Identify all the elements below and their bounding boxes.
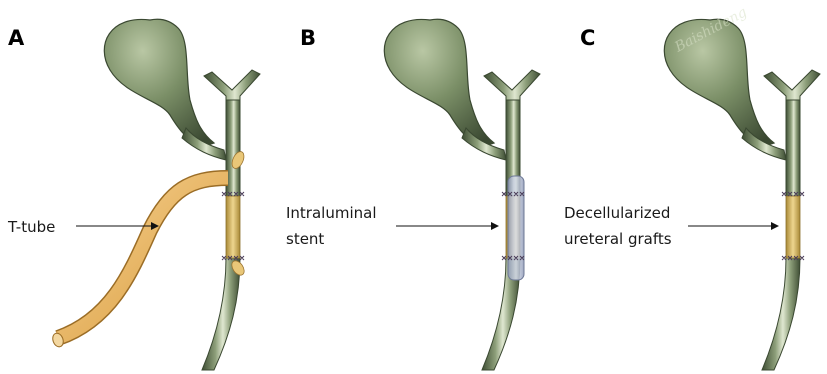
panel-b-label-line-2: stent xyxy=(286,230,324,248)
panel-c-label: Decellularized ureteral grafts xyxy=(564,204,675,248)
panel-a-graft xyxy=(226,196,240,258)
panel-a-letter: A xyxy=(8,26,25,50)
panel-c-label-line-1: Decellularized xyxy=(564,204,670,222)
panel-c-graft xyxy=(786,196,800,258)
panel-b-letter: B xyxy=(300,26,316,50)
panel-a-label-line-1: T-tube xyxy=(7,218,55,236)
panel-c: C Baishideng Decellularized ureteral gra… xyxy=(564,4,820,370)
panel-c-letter: C xyxy=(580,26,595,50)
panel-b-label: Intraluminal stent xyxy=(286,204,381,248)
panel-b-label-line-1: Intraluminal xyxy=(286,204,377,222)
panel-b-stent xyxy=(508,176,524,280)
panel-a: A T-tube xyxy=(7,19,260,370)
panel-c-label-line-2: ureteral grafts xyxy=(564,230,672,248)
panel-b: B Intraluminal stent xyxy=(286,19,540,370)
panel-a-label: T-tube xyxy=(7,218,55,236)
